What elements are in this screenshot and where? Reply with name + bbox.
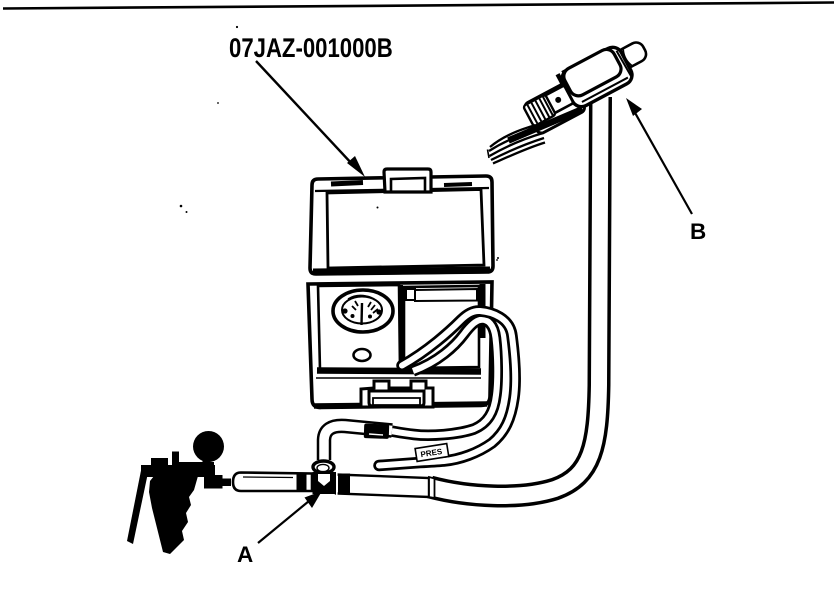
svg-text:PRES: PRES: [420, 447, 444, 459]
svg-text:B: B: [690, 219, 706, 244]
svg-text:A: A: [237, 542, 253, 567]
svg-text:07JAZ-001000B: 07JAZ-001000B: [229, 33, 393, 63]
